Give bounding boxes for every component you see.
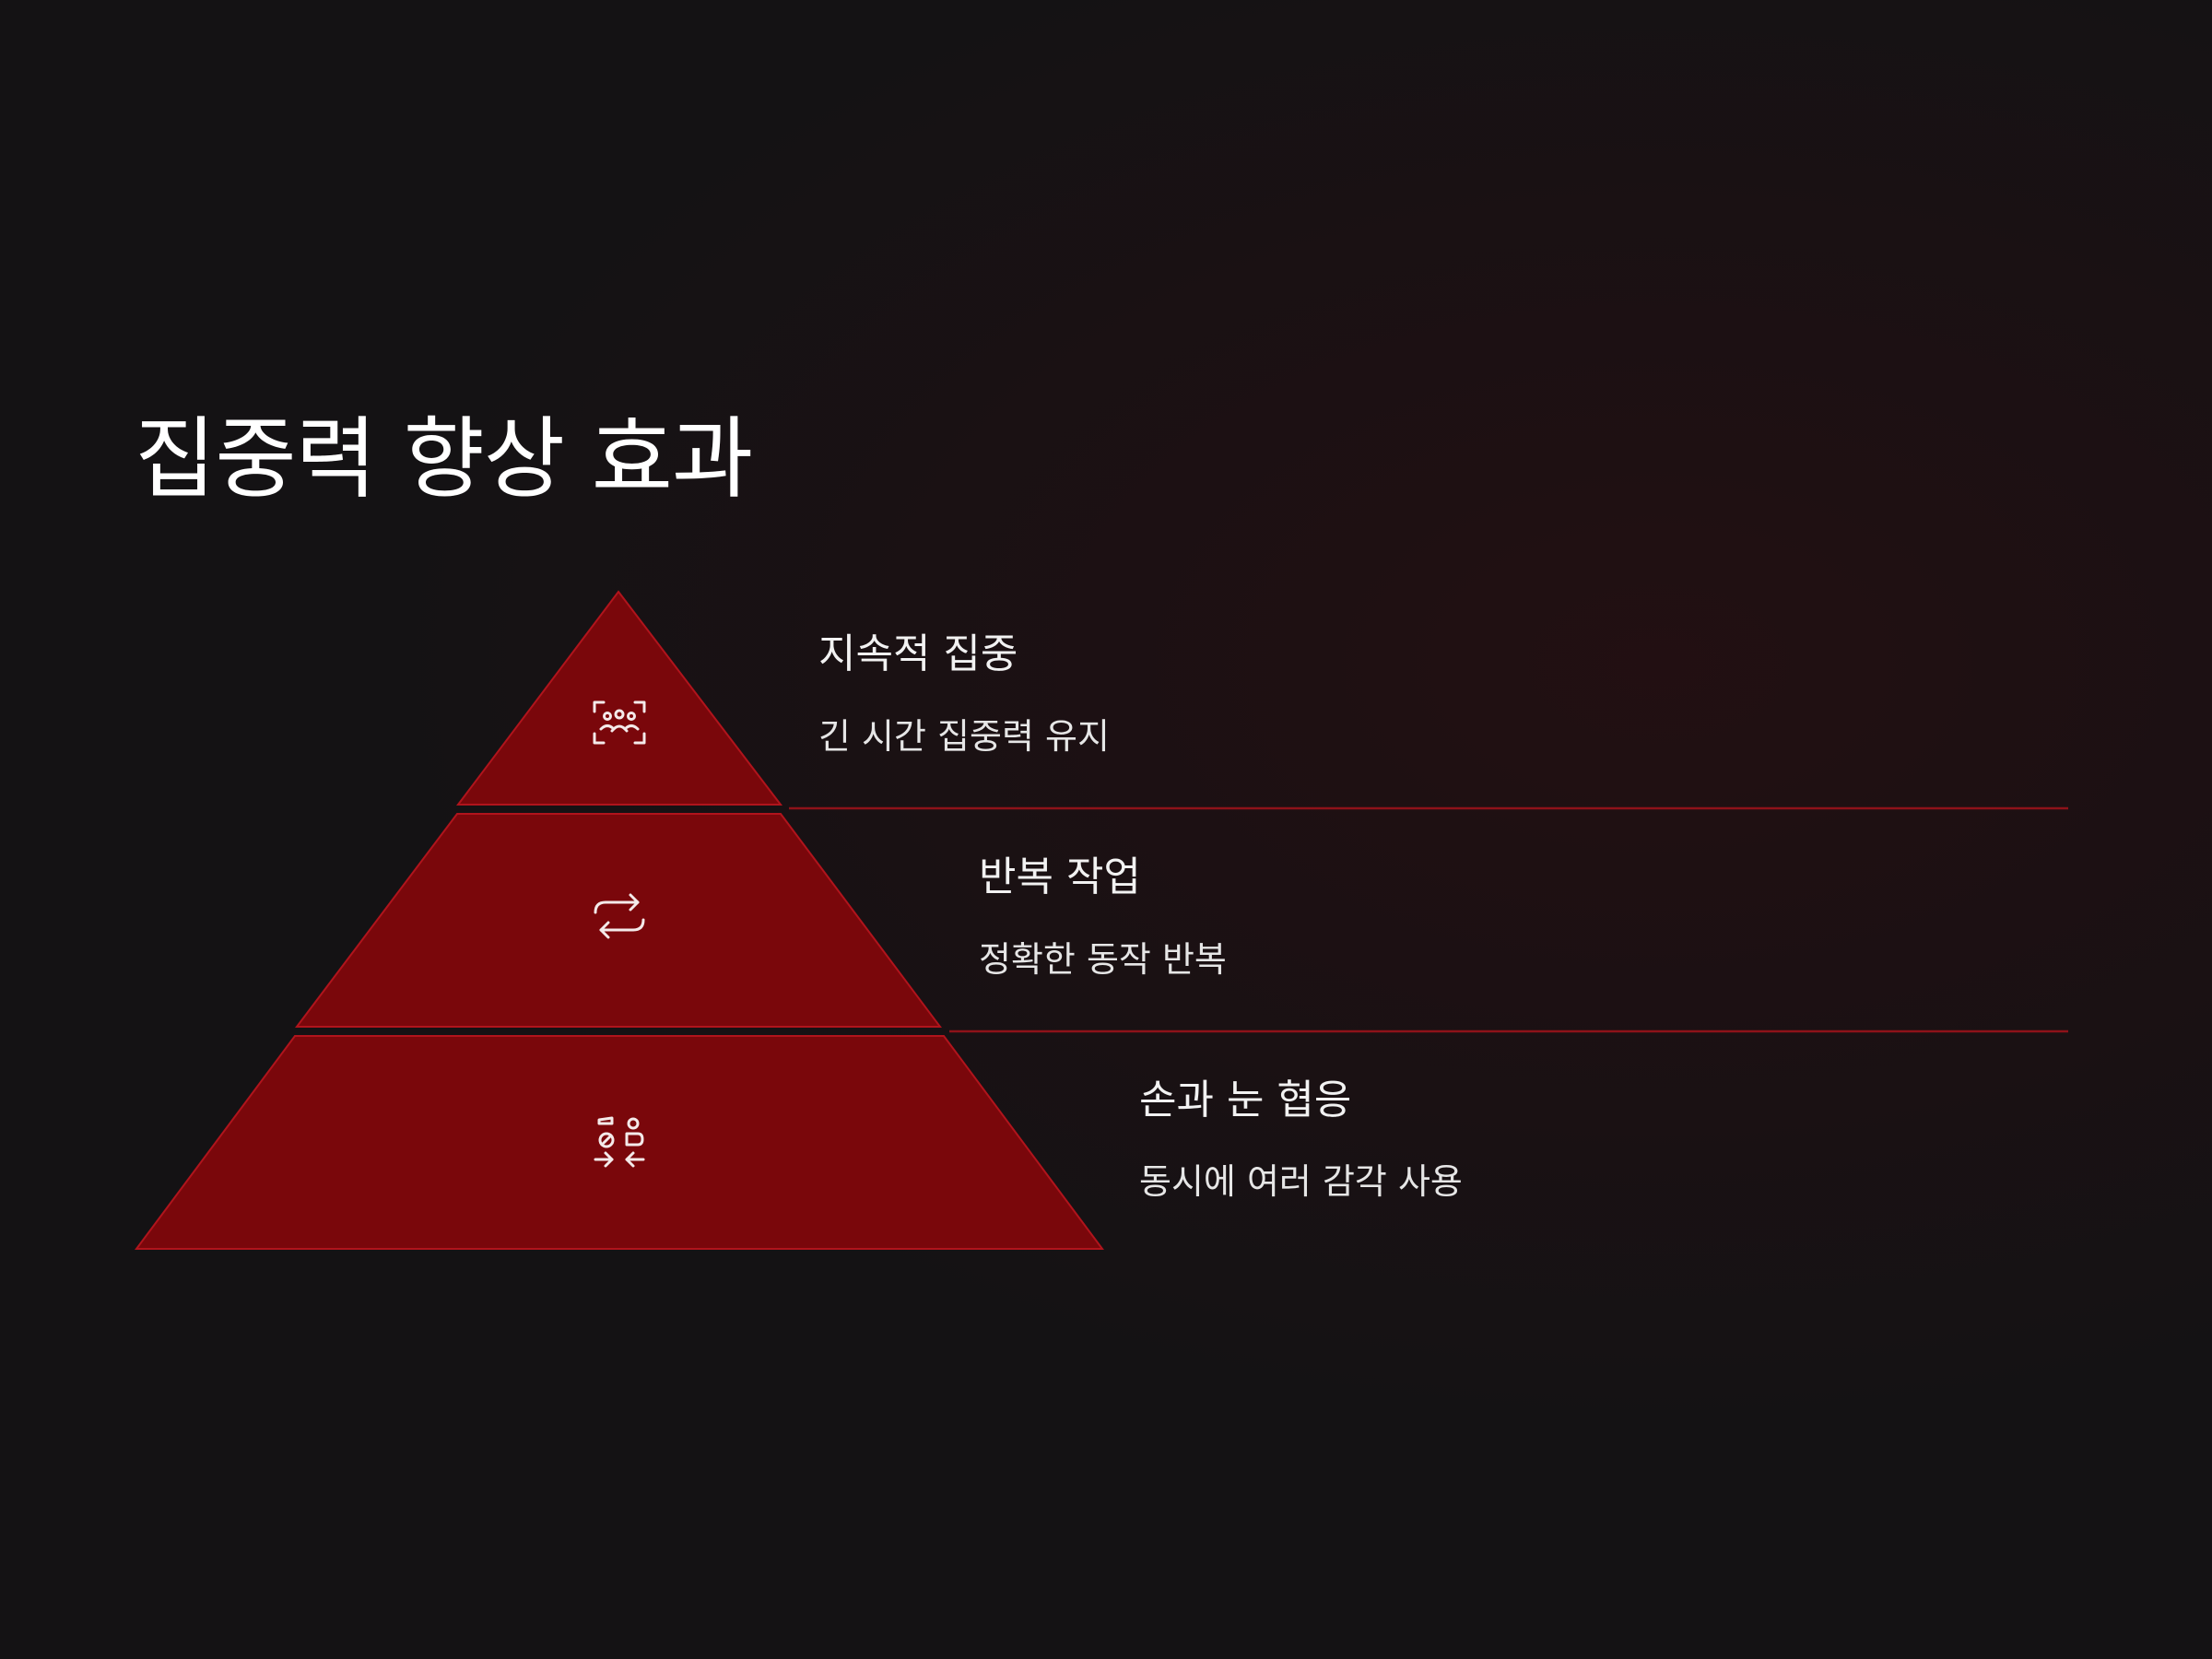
- focus-group-icon: [593, 700, 646, 745]
- tier-2-description: 정확한 동작 반복: [979, 939, 1227, 980]
- repeat-arrows-icon: [594, 893, 645, 939]
- pyramid-tier-3: [135, 1035, 1104, 1250]
- tier-1-description: 긴 시간 집중력 유지: [818, 716, 1110, 757]
- pyramid-tier-1: [455, 590, 783, 806]
- pyramid-tier-2: [294, 813, 942, 1028]
- tier-1-title: 지속적 집중: [818, 630, 1018, 677]
- tier-3-title: 손과 눈 협응: [1139, 1077, 1352, 1124]
- hand-eye-coordination-icon: [594, 1116, 645, 1168]
- tier-3-description: 동시에 여러 감각 사용: [1139, 1161, 1463, 1202]
- slide-title: 집중력 향상 효과: [135, 407, 753, 511]
- tier-2-title: 반복 작업: [979, 853, 1141, 900]
